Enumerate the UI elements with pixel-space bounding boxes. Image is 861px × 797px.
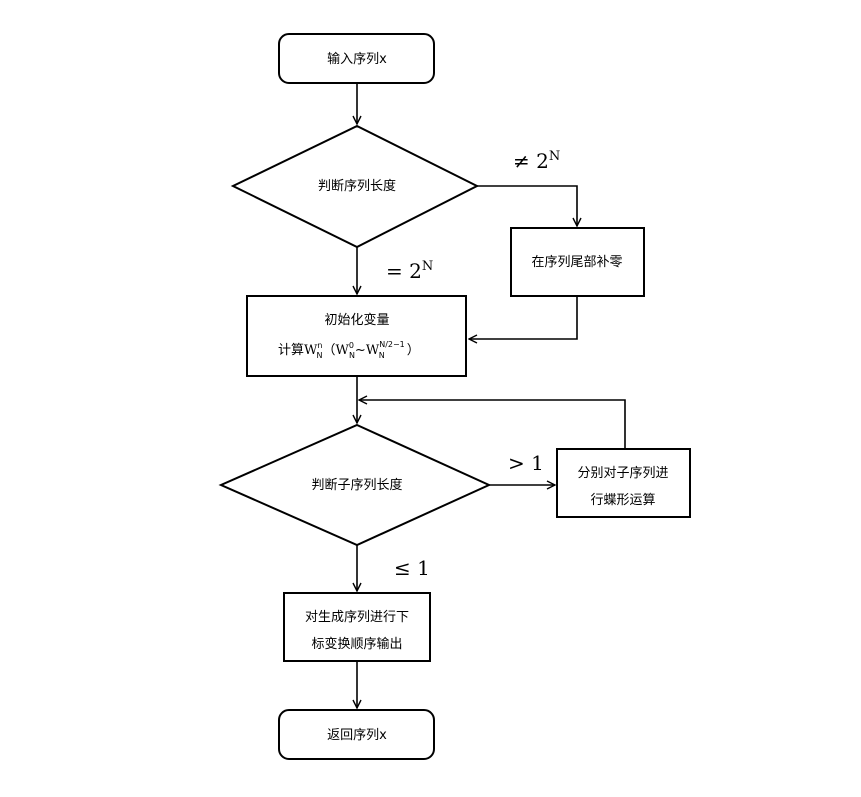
decision-check-length: 判断序列长度: [230, 124, 480, 249]
node-init-label-1: 初始化变量: [324, 312, 389, 328]
decision-check-sub-length: 判断子序列长度: [218, 423, 492, 547]
decision-check-sub-length-label: 判断子序列长度: [311, 477, 402, 493]
node-reorder: 对生成序列进行下 标变换顺序输出: [283, 592, 431, 662]
node-end-label: 返回序列x: [327, 728, 387, 743]
node-end: 返回序列x: [278, 709, 435, 760]
arrow-butterfly-loop: [359, 400, 626, 449]
node-start-label: 输入序列x: [327, 51, 387, 67]
node-reorder-label-2: 标变换顺序输出: [311, 636, 402, 652]
node-butterfly-label-1: 分别对子序列进: [577, 466, 668, 481]
arrow-check-to-pad: [477, 185, 577, 226]
node-pad-zeros: 在序列尾部补零: [510, 227, 645, 297]
edge-label-le1: ≤ 1: [394, 556, 430, 580]
edge-label-is-pow2: = 2N: [386, 259, 433, 283]
node-pad-zeros-label: 在序列尾部补零: [531, 255, 622, 270]
edge-label-not-pow2: ≠ 2N: [513, 149, 560, 173]
arrow-pad-to-init: [469, 296, 578, 339]
node-reorder-label-1: 对生成序列进行下: [305, 610, 409, 625]
edge-label-gt1: > 1: [508, 451, 544, 475]
node-start: 输入序列x: [278, 33, 435, 84]
decision-check-length-label: 判断序列长度: [318, 178, 396, 194]
node-butterfly: 分别对子序列进 行蝶形运算: [556, 448, 691, 518]
node-butterfly-label-2: 行蝶形运算: [590, 493, 655, 508]
node-init-label-2: 计算: [278, 343, 304, 358]
